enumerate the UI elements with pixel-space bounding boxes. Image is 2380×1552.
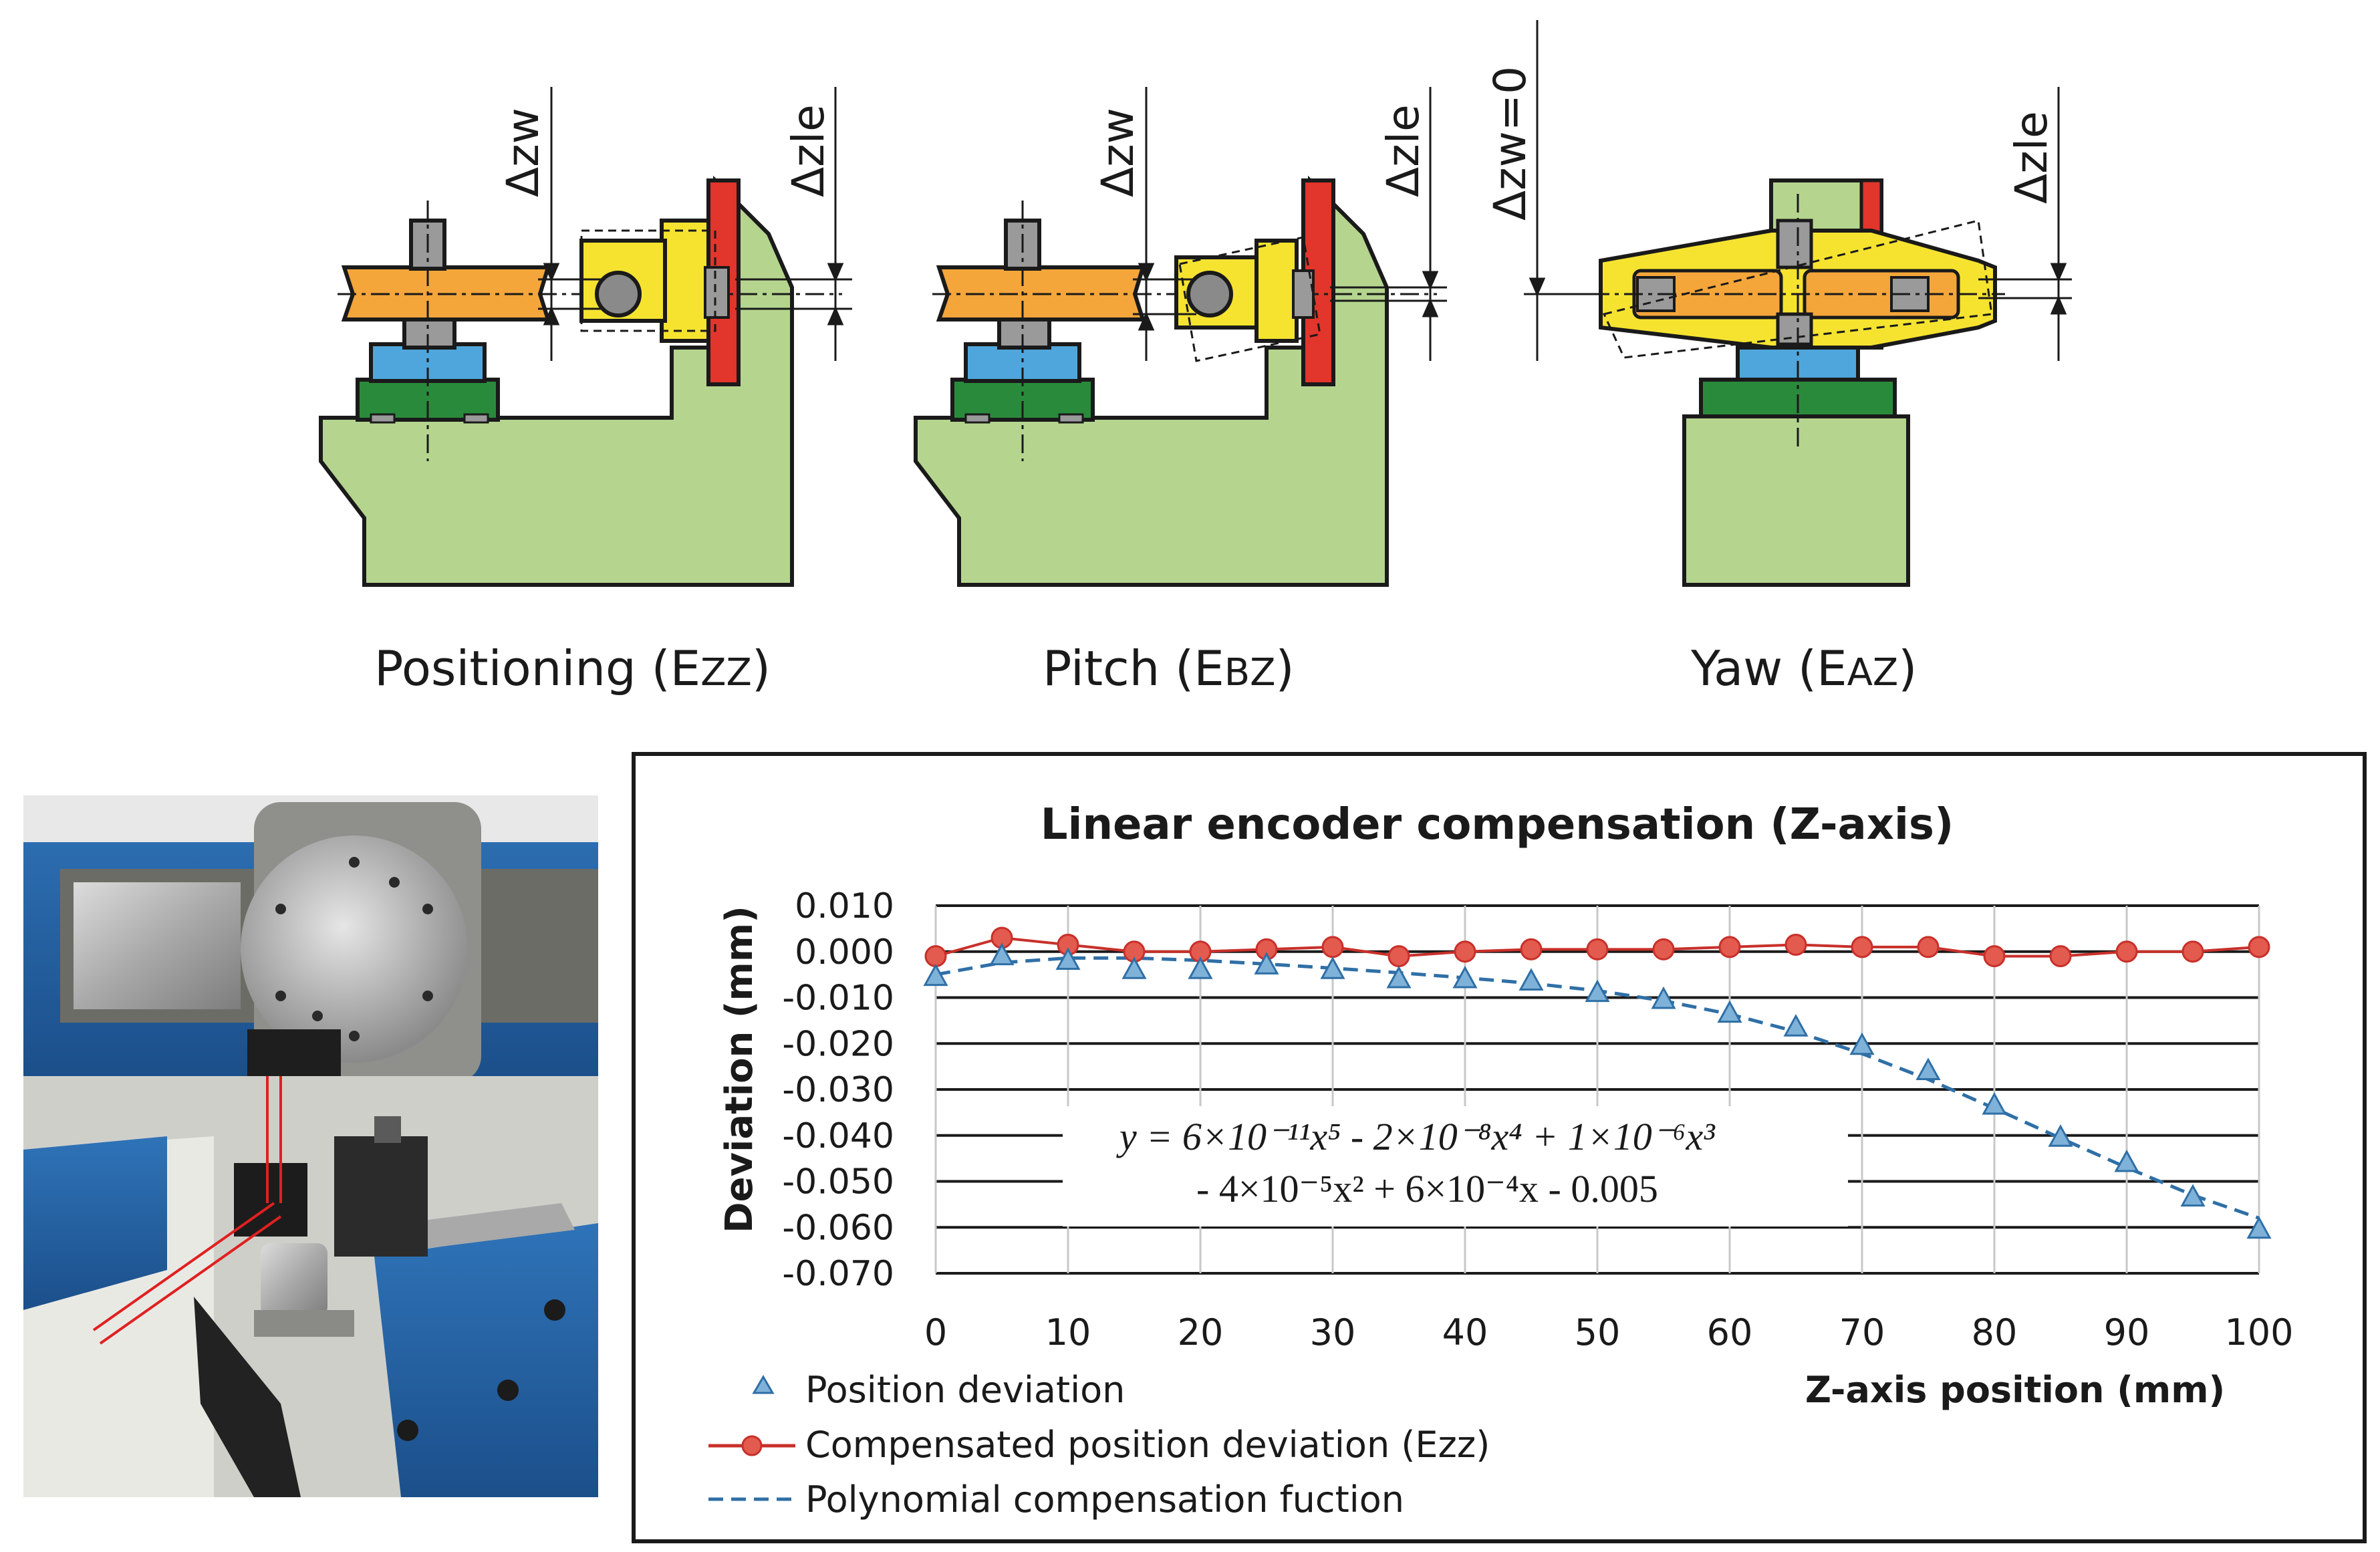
- x-tick-label: 60: [1707, 1311, 1753, 1353]
- position-deviation-point: [1320, 956, 1345, 979]
- compensated-point: [1983, 945, 2006, 968]
- x-tick-label: 100: [2224, 1311, 2293, 1353]
- rotary-disc: [241, 835, 468, 1063]
- series-layer: [923, 926, 2272, 1239]
- compensated-point: [1586, 938, 1609, 960]
- compensated-point: [1387, 945, 1410, 968]
- legend-item-polynomial: Polynomial compensation fuction: [708, 1478, 1404, 1521]
- position-deviation-point: [1452, 965, 1478, 989]
- x-tick-label: 10: [1045, 1311, 1091, 1353]
- legend-item-compensated: Compensated position deviation (Ezz): [708, 1424, 1490, 1466]
- position-deviation-point: [1915, 1057, 1941, 1080]
- compensated-point: [1520, 938, 1543, 960]
- y-tick-label: 0.010: [795, 886, 894, 926]
- position-deviation-point: [2180, 1184, 2206, 1207]
- position-deviation-point: [923, 963, 948, 987]
- dim-lines: [1133, 87, 1447, 361]
- legend-item-position-deviation: Position deviation: [752, 1369, 1125, 1411]
- x-tick-label: 40: [1442, 1311, 1488, 1353]
- x-axis-label: Z-axis position (mm): [1805, 1369, 2225, 1411]
- compensated-point: [1321, 936, 1344, 958]
- pitch-diagram: Δzw Δzle Pitch (EBZ): [914, 87, 1447, 696]
- y-tick-label: -0.040: [782, 1116, 894, 1156]
- y-tick-label: -0.030: [782, 1070, 894, 1110]
- dim-label-zle: Δzle: [2006, 111, 2057, 204]
- yaw-diagram: Δzw=0 Δzle Yaw (EAZ): [1484, 20, 2072, 696]
- y-axis-label: Deviation (mm): [718, 906, 761, 1233]
- compensated-point: [1652, 938, 1675, 960]
- compensated-point: [2181, 940, 2204, 963]
- position-deviation-point: [1121, 956, 1147, 979]
- caption-positioning: Positioning (EZZ): [374, 640, 771, 696]
- legend: Position deviation Compensated position …: [708, 1369, 1490, 1521]
- compensated-point: [924, 945, 947, 968]
- machine-base: [319, 175, 794, 587]
- chart-panel: Linear encoder compensation (Z-axis) Dev…: [632, 752, 2367, 1543]
- caption-pitch: Pitch (EBZ): [1043, 640, 1295, 696]
- compensated-point: [1718, 936, 1741, 958]
- y-tick-label: -0.020: [782, 1024, 894, 1064]
- x-tick-label: 70: [1839, 1311, 1885, 1353]
- x-tick-label: 80: [1972, 1311, 2018, 1353]
- compensated-point: [1851, 936, 1873, 958]
- caption-yaw: Yaw (EAZ): [1690, 640, 1917, 696]
- yellow-read-head: [579, 219, 730, 343]
- position-deviation-point: [1055, 947, 1081, 970]
- x-tick-label: 50: [1575, 1311, 1621, 1353]
- legend-label: Compensated position deviation (Ezz): [805, 1424, 1490, 1466]
- compensated-point: [2115, 940, 2138, 963]
- position-deviation-point: [989, 942, 1015, 966]
- dim-lines: [538, 87, 852, 361]
- position-deviation-point: [2048, 1124, 2073, 1147]
- dim-label-zw: Δzw: [497, 108, 549, 197]
- position-deviation-point: [1717, 1000, 1742, 1023]
- position-deviation-point: [1518, 968, 1544, 991]
- compensated-point: [2248, 936, 2270, 958]
- y-tick-label: -0.050: [782, 1162, 894, 1202]
- position-deviation-point: [2114, 1149, 2139, 1172]
- equation-line-1: y = 6×10⁻¹¹x⁵ - 2×10⁻⁸x⁴ + 1×10⁻⁶x³: [1116, 1115, 1716, 1158]
- compensated-point: [1784, 933, 1807, 956]
- compensated-point: [1917, 936, 1940, 958]
- y-tick-label: -0.010: [782, 979, 894, 1019]
- position-deviation-point: [1651, 986, 1676, 1009]
- y-tick-label: 0.000: [795, 932, 894, 973]
- yellow-read-head: [1174, 236, 1321, 362]
- position-deviation-point: [1188, 956, 1213, 979]
- x-tick-label: 30: [1310, 1311, 1356, 1353]
- positioning-diagram: Δzw Δzle Positioning (EZZ): [319, 87, 852, 696]
- dim-label-zle: Δzle: [1377, 104, 1429, 197]
- x-tick-label: 90: [2104, 1311, 2150, 1353]
- position-deviation-point: [2246, 1216, 2272, 1239]
- legend-label: Polynomial compensation fuction: [805, 1478, 1404, 1521]
- machine-photo: [23, 795, 598, 1497]
- compensated-point: [1454, 940, 1476, 963]
- dim-label-zle: Δzle: [783, 104, 834, 197]
- machine-base: [1682, 414, 1910, 587]
- chart-title: Linear encoder compensation (Z-axis): [1041, 800, 1954, 850]
- position-deviation-point: [1386, 965, 1412, 989]
- position-deviation-point: [1783, 1014, 1809, 1037]
- position-deviation-point: [1585, 979, 1610, 1003]
- legend-circle-marker: [741, 1435, 763, 1456]
- position-deviation-point: [1849, 1032, 1875, 1055]
- equation-line-2: - 4×10⁻⁵x² + 6×10⁻⁴x - 0.005: [1196, 1167, 1658, 1210]
- x-tick-labels: 0 10 20 30 40 50 60 70 80 90 100: [924, 1311, 2294, 1353]
- position-deviation-point: [1982, 1091, 2007, 1115]
- legend-label: Position deviation: [805, 1369, 1125, 1411]
- machine-base: [914, 175, 1389, 587]
- y-tick-label: -0.060: [782, 1208, 894, 1248]
- dim-label-zw: Δzw: [1092, 108, 1144, 197]
- x-tick-label: 20: [1178, 1311, 1224, 1353]
- y-tick-labels: 0.010 0.000 -0.010 -0.020 -0.030 -0.040 -0.050…: [782, 886, 894, 1294]
- dim-lines: [1524, 20, 2072, 361]
- equation-box: [1063, 1106, 1848, 1226]
- legend-triangle-marker: [752, 1375, 775, 1394]
- compensated-point: [2049, 945, 2072, 968]
- x-tick-label: 0: [924, 1311, 947, 1353]
- position-deviation-point: [1254, 952, 1279, 975]
- dim-label-zw: Δzw=0: [1484, 66, 1536, 221]
- y-tick-label: -0.070: [782, 1254, 894, 1294]
